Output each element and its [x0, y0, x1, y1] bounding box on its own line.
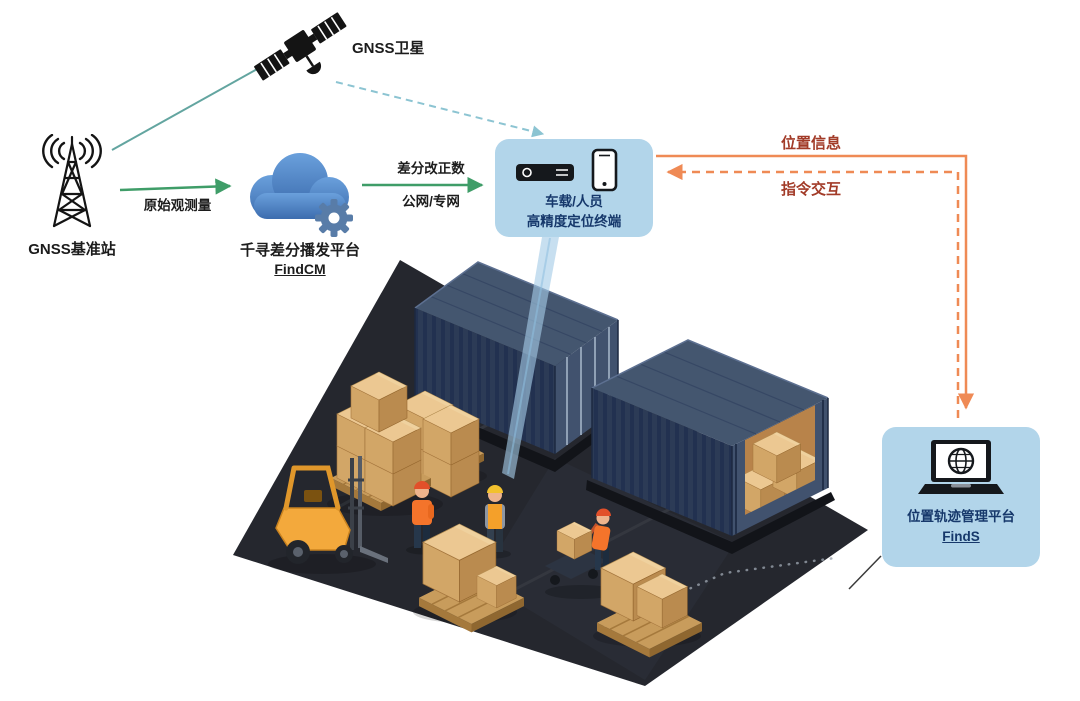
- satellite-label: GNSS卫星: [352, 40, 425, 57]
- flow-correction-label-1: 差分改正数: [397, 161, 465, 176]
- shipping-container-2: [591, 339, 829, 536]
- link-satellite-to-terminal: [335, 81, 545, 138]
- arrow-position-info: [656, 154, 975, 410]
- flow-raw-observation-label: 原始观测量: [143, 198, 212, 213]
- terminal-bubble: 车载/人员 高精度定位终端: [495, 139, 653, 237]
- worker-2: [479, 485, 511, 559]
- link-satellite-to-station: [111, 62, 269, 151]
- terminal-label-line2: 高精度定位终端: [526, 213, 622, 229]
- arrow-command-interaction: [666, 163, 960, 418]
- positioning-beam: [502, 237, 559, 479]
- platform-name: FindS: [942, 528, 980, 544]
- platform-bubble-tail: [848, 555, 882, 590]
- flow-correction-label-2: 公网/专网: [402, 194, 460, 209]
- globe-icon: [947, 447, 975, 475]
- satellite-icon: [254, 12, 347, 81]
- flow-position-info-label: 位置信息: [780, 135, 841, 152]
- terminal-devices-icon: [516, 148, 618, 192]
- management-platform-bubble: 位置轨迹管理平台 FindS: [882, 427, 1040, 567]
- worker-pallet-jack: [545, 508, 617, 599]
- smartphone-icon: [591, 148, 618, 192]
- flow-command-interaction-label: 指令交互: [780, 181, 841, 198]
- forklift: [268, 456, 388, 574]
- cloud-platform-title: 千寻差分播发平台: [239, 242, 360, 259]
- container-open-door-cargo: [745, 405, 815, 515]
- base-station-label: GNSS基准站: [28, 241, 116, 258]
- cloud-platform-name: FindCM: [274, 261, 326, 277]
- radio-tower-icon: [42, 134, 102, 228]
- cloud-gear-icon: [250, 153, 353, 237]
- terminal-label-line1: 车载/人员: [545, 194, 603, 209]
- gear-icon: [315, 199, 353, 237]
- laptop-globe-icon: [918, 440, 1004, 494]
- arrow-raw-observation: [119, 178, 232, 195]
- receiver-icon: [516, 164, 574, 181]
- platform-title: 位置轨迹管理平台: [907, 509, 1015, 524]
